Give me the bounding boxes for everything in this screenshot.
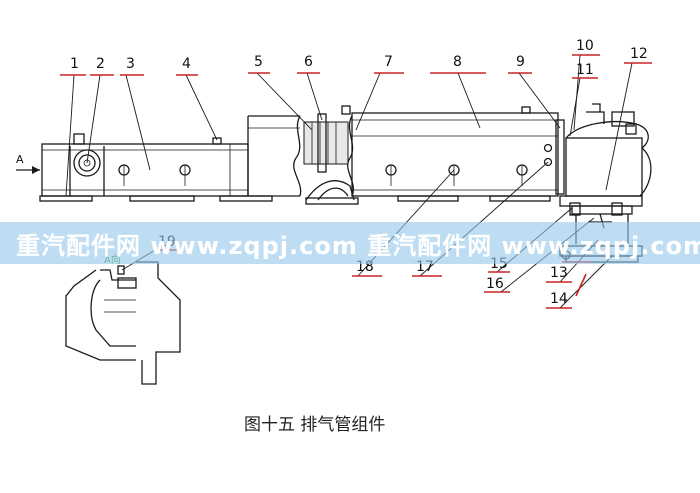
right-pipe-section [341, 105, 565, 202]
view-direction-arrow: A [16, 153, 40, 174]
callout-2: 2 [96, 56, 105, 72]
figure-caption: 图十五 排气管组件 [244, 415, 386, 435]
callout-11: 11 [576, 62, 594, 78]
callout-6: 6 [304, 54, 313, 70]
callout-9: 9 [516, 54, 525, 70]
left-pipe-section [39, 137, 273, 202]
callout-16: 16 [486, 276, 504, 292]
pipe-clamp [69, 133, 105, 196]
callout-12: 12 [630, 46, 648, 62]
callout-7: 7 [384, 54, 393, 70]
watermark-banner: 重汽配件网 www.zqpj.com 重汽配件网 www.zqpj.com 重汽… [0, 222, 700, 264]
callout-numbers: 1 2 3 4 5 6 7 8 9 10 11 12 13 14 15 16 1… [70, 38, 648, 307]
callout-13: 13 [550, 265, 568, 281]
view-label: A [16, 153, 24, 166]
callout-4: 4 [182, 56, 191, 72]
callout-1: 1 [70, 56, 79, 72]
watermark-text: 重汽配件网 www.zqpj.com 重汽配件网 www.zqpj.com 重汽… [16, 231, 700, 260]
detail-view-a: A向 [65, 253, 181, 385]
middle-bellows-section [247, 113, 359, 205]
callout-5: 5 [254, 54, 263, 70]
callout-8: 8 [453, 54, 462, 70]
callout-3: 3 [126, 56, 135, 72]
leader-lines [65, 54, 633, 309]
callout-10: 10 [576, 38, 594, 54]
callout-14: 14 [550, 291, 568, 307]
